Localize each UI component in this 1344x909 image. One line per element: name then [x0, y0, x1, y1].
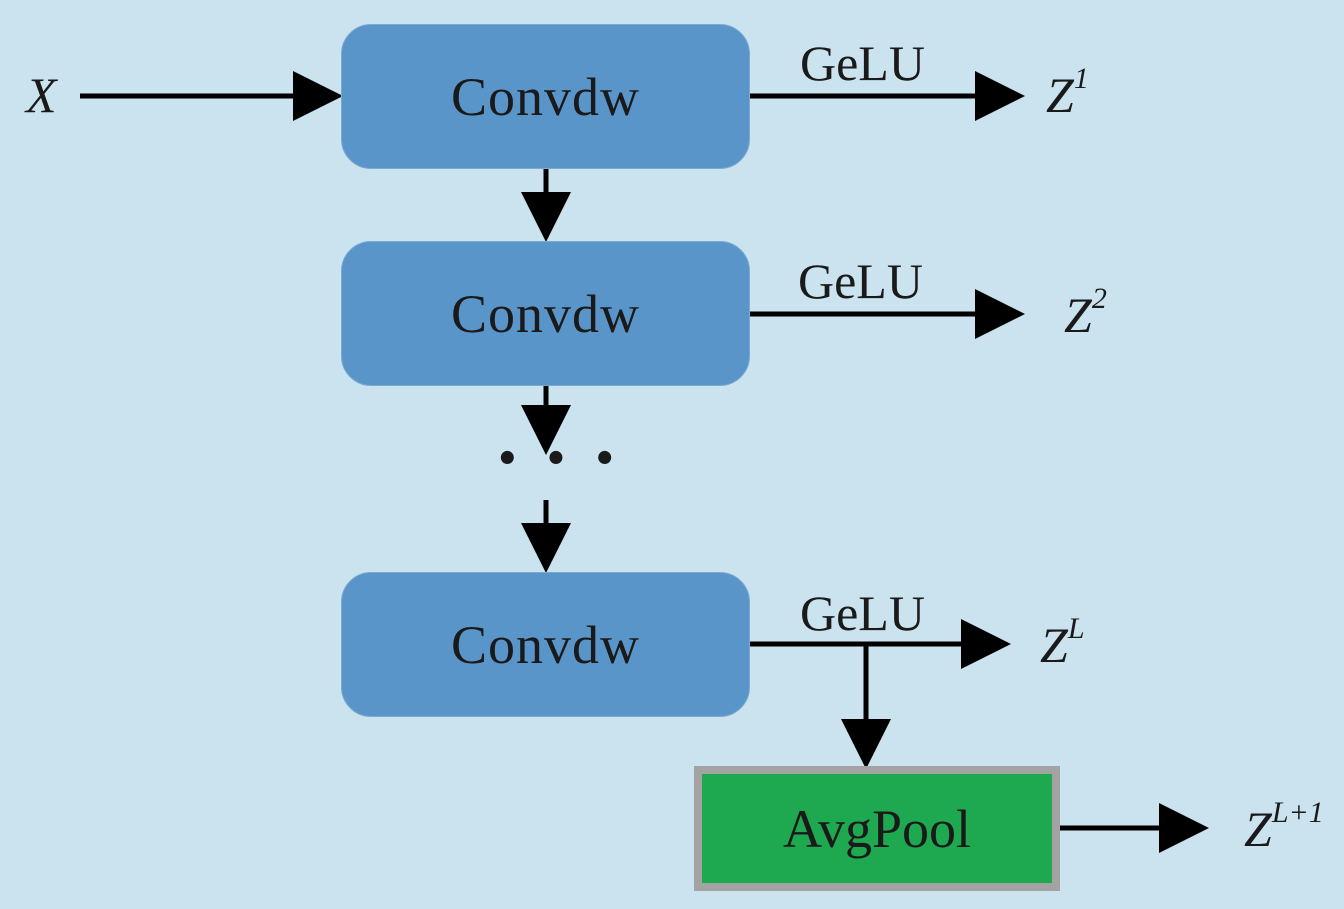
conv-block-2-label: Convdw: [450, 283, 640, 344]
output-z2: Z2: [1064, 282, 1107, 343]
output-zL: ZL: [1040, 612, 1085, 673]
activation-label-1: GeLU: [800, 35, 925, 91]
activation-label-L: GeLU: [800, 585, 925, 641]
output-z1: Z1: [1046, 62, 1089, 123]
conv-block-1: Convdw: [341, 24, 750, 169]
avgpool-block: AvgPool: [694, 766, 1060, 891]
conv-block-1-label: Convdw: [450, 66, 640, 127]
conv-block-L: Convdw: [341, 572, 750, 717]
output-zL1: ZL+1: [1244, 796, 1324, 857]
conv-block-L-label: Convdw: [450, 614, 640, 675]
ellipsis-dots: ···: [494, 414, 641, 502]
activation-label-2: GeLU: [798, 253, 923, 309]
avgpool-block-label: AvgPool: [782, 798, 972, 859]
input-x-label: X: [26, 67, 57, 123]
conv-block-2: Convdw: [341, 241, 750, 386]
